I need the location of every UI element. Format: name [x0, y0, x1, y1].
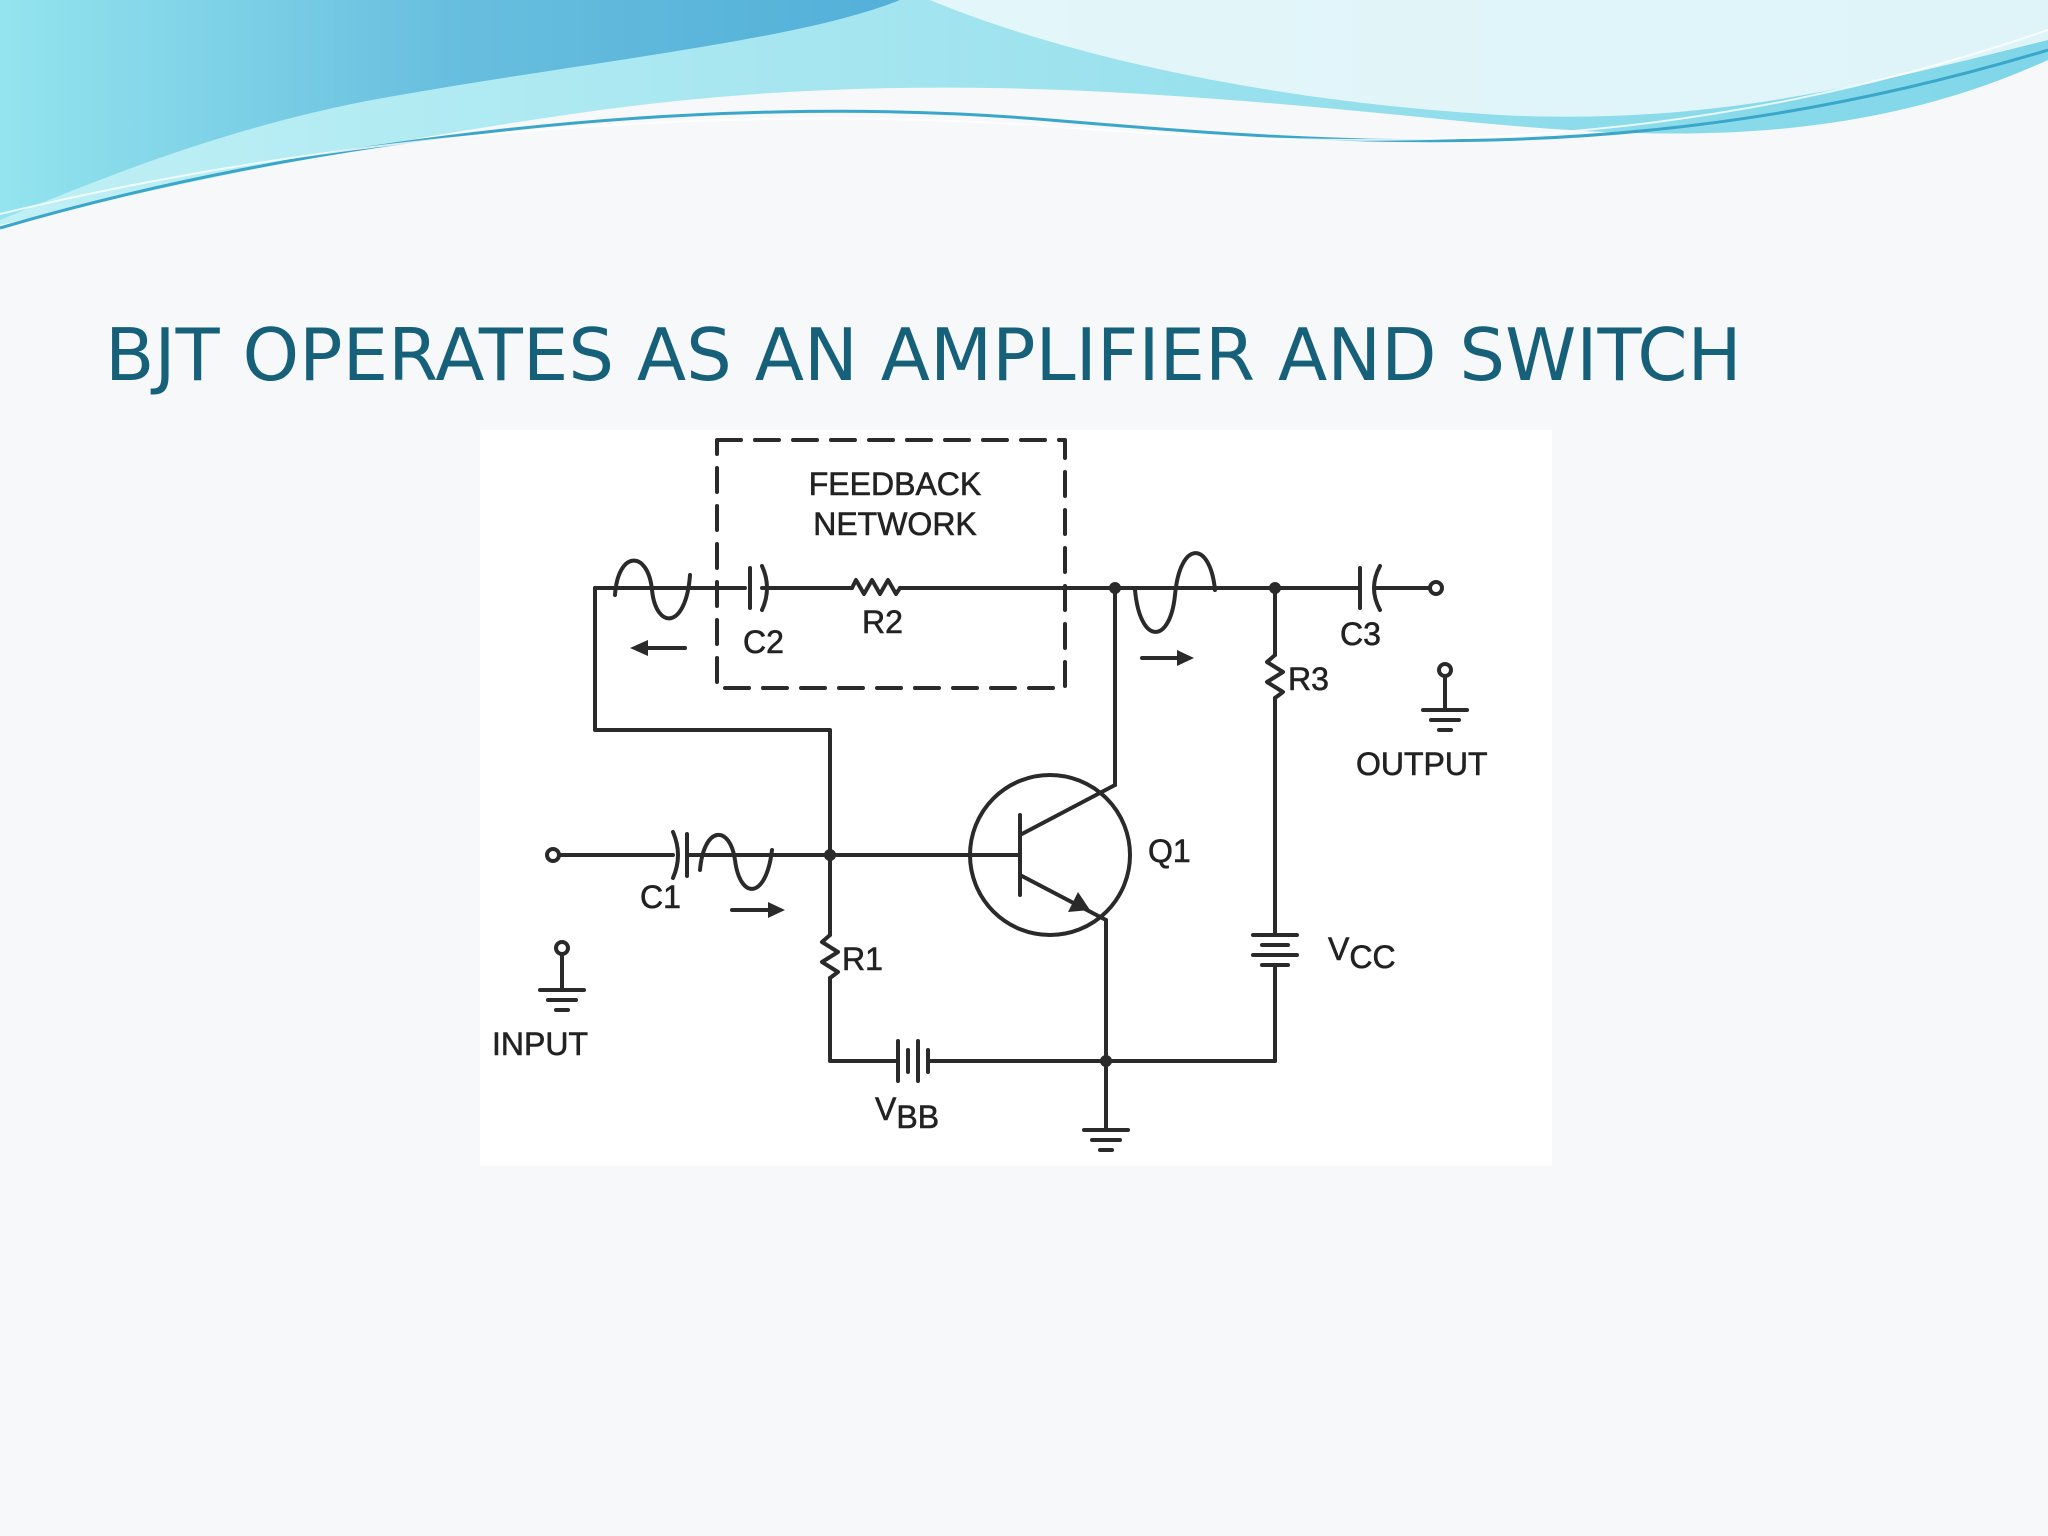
input-waveform: [698, 832, 774, 891]
slide-title: BJT OPERATES AS AN AMPLIFIER AND SWITCH: [105, 313, 1742, 397]
banner-wave-front: [0, 0, 2048, 117]
output-waveform: [1133, 551, 1217, 634]
output-label: OUTPUT: [1356, 746, 1488, 782]
banner-wave-main: [0, 0, 900, 220]
resistor-r1: [820, 933, 840, 980]
feedback-label-line2: NETWORK: [813, 506, 977, 542]
vbb-label: VBB: [875, 1091, 939, 1135]
r1-label: R1: [842, 941, 883, 977]
resistor-r3: [1265, 653, 1285, 700]
c3-label: C3: [1340, 616, 1381, 652]
wire-r1-vbb: [828, 976, 900, 1063]
input-label: INPUT: [492, 1026, 588, 1062]
input-arrow-head: [768, 902, 785, 918]
c2-label: C2: [743, 624, 784, 660]
capacitor-c1-plate-curved: [671, 830, 680, 880]
banner-swoosh-line: [0, 48, 2048, 230]
bjt-feedback-circuit-diagram: FEEDBACK NETWORK C2 R2 C1 INPUT R1 VBB: [480, 430, 1552, 1166]
r2-label: R2: [862, 604, 903, 640]
transistor-q1-emitter-arrow: [1068, 892, 1090, 912]
header-wave-banner: [0, 0, 2048, 230]
feedback-arrow-head: [630, 640, 648, 656]
feedback-label-line1: FEEDBACK: [809, 466, 981, 502]
r3-label: R3: [1288, 661, 1329, 697]
transistor-q1-emitter-lead: [1018, 873, 1108, 922]
wire-feedback-return: [593, 586, 832, 857]
resistor-r2: [850, 578, 902, 596]
output-terminal: [1428, 580, 1444, 596]
transistor-q1-body: [968, 773, 1132, 937]
vcc-label: VCC: [1328, 931, 1396, 975]
c1-label: C1: [640, 879, 681, 915]
feedback-network-box: [715, 438, 1067, 690]
q1-label: Q1: [1148, 833, 1191, 869]
banner-swoosh-line-2: [0, 29, 2048, 215]
feedback-waveform: [613, 558, 692, 621]
output-arrow-head: [1177, 650, 1194, 666]
transistor-q1-collector-lead: [1018, 783, 1117, 837]
